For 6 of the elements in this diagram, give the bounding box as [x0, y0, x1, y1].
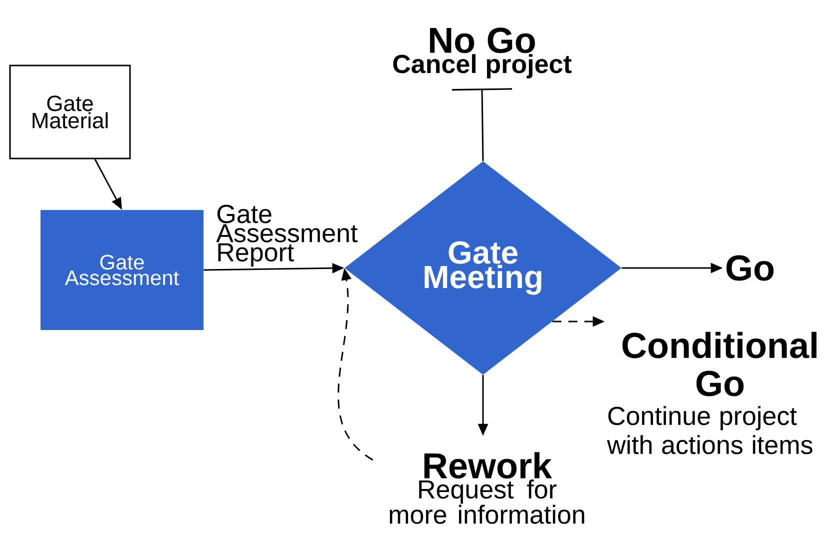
- outcome-label: No Go Cancel project: [393, 28, 572, 78]
- material-box: Gate Material: [9, 64, 131, 160]
- outcome-label: Go: [726, 255, 774, 281]
- arrow: [452, 88, 512, 161]
- process-box: Gate Assessment: [40, 210, 204, 330]
- outcome-label: Rework Request for more information: [390, 452, 584, 524]
